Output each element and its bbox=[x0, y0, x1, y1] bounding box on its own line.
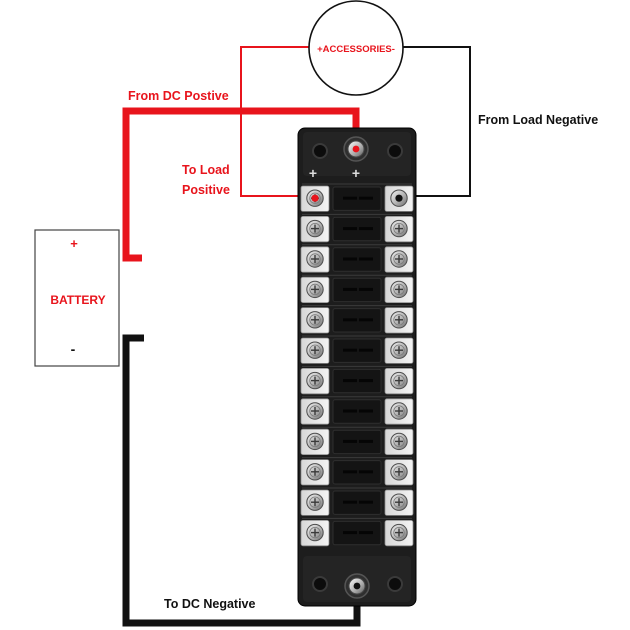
fuse-rows bbox=[300, 183, 414, 547]
terminal-screw bbox=[306, 280, 324, 299]
fuse-slot-contact bbox=[343, 196, 357, 200]
terminal-screw bbox=[306, 311, 324, 329]
terminal-screw bbox=[390, 341, 408, 359]
fuse-slot-contact bbox=[359, 196, 373, 200]
fuse-row bbox=[300, 183, 414, 212]
negative-stud bbox=[344, 573, 370, 599]
block-plus-mark-right: + bbox=[352, 165, 360, 181]
accessories-label: +ACCESSORIES- bbox=[317, 44, 395, 55]
fuse-slot-contact bbox=[343, 257, 357, 261]
fuse-slot-contact bbox=[343, 379, 357, 383]
to-dc-negative-label: To DC Negative bbox=[164, 597, 255, 611]
block-plus-mark-left: + bbox=[309, 165, 317, 181]
to-load-positive-label-line1: To Load bbox=[182, 163, 230, 177]
fuse-slot-contact bbox=[359, 439, 373, 443]
battery-minus-sign: - bbox=[71, 341, 76, 357]
from-load-negative-label: From Load Negative bbox=[478, 113, 598, 127]
fuse-slot-contact bbox=[343, 531, 357, 535]
fuse-block: + + bbox=[297, 127, 417, 607]
mounting-hole-top-right bbox=[387, 143, 403, 159]
fuse-slot-contact bbox=[343, 500, 357, 504]
fuse-slot-contact bbox=[359, 257, 373, 261]
accessories-load bbox=[308, 0, 404, 96]
fuse-row bbox=[300, 213, 414, 243]
battery-box bbox=[34, 229, 120, 367]
fuse-row bbox=[300, 305, 414, 334]
terminal-screw bbox=[306, 341, 324, 359]
fuse-slot-contact bbox=[359, 500, 373, 504]
fuse-row bbox=[300, 365, 414, 395]
mounting-hole-top-left bbox=[312, 143, 328, 159]
fuse-slot-contact bbox=[359, 227, 373, 231]
fuse-slot-contact bbox=[359, 379, 373, 383]
fuse-row bbox=[300, 274, 414, 304]
fuse-slot-contact bbox=[359, 470, 373, 474]
from-dc-positive-label: From DC Postive bbox=[128, 89, 229, 103]
fuse-row bbox=[300, 457, 414, 486]
terminal-screw bbox=[390, 280, 408, 299]
terminal-screw bbox=[390, 371, 408, 390]
terminal-screw bbox=[390, 523, 408, 542]
battery-label: BATTERY bbox=[50, 293, 105, 307]
terminal-screw bbox=[390, 493, 408, 511]
fuse-slot-contact bbox=[343, 409, 357, 413]
fuse-slot-contact bbox=[359, 409, 373, 413]
terminal-screw bbox=[390, 432, 408, 451]
terminal-screw bbox=[306, 250, 324, 268]
wire-accessories-positive bbox=[240, 46, 312, 197]
terminal-screw bbox=[306, 402, 324, 420]
fuse-row bbox=[300, 244, 414, 273]
fuse-slot-contact bbox=[359, 287, 373, 291]
terminal-screw bbox=[306, 432, 324, 451]
terminal-screw bbox=[306, 219, 324, 238]
terminal-screw bbox=[306, 523, 324, 542]
fuse-row bbox=[300, 426, 414, 456]
fuse-row bbox=[300, 517, 414, 547]
fuse-row bbox=[300, 335, 414, 364]
terminal-screw bbox=[306, 371, 324, 390]
wire-accessories-negative bbox=[401, 46, 471, 197]
fuse-slot-contact bbox=[359, 318, 373, 322]
fuse-slot-contact bbox=[343, 287, 357, 291]
mounting-hole-bottom-right bbox=[387, 576, 403, 592]
fuse-slot-contact bbox=[359, 348, 373, 352]
wire-dc-positive bbox=[122, 107, 360, 262]
terminal-screw bbox=[390, 402, 408, 420]
fuse-row bbox=[300, 487, 414, 516]
fuse-slot-contact bbox=[343, 470, 357, 474]
fuse-slot-contact bbox=[359, 531, 373, 535]
fuse-slot-contact bbox=[343, 318, 357, 322]
terminal-screw bbox=[390, 250, 408, 268]
mounting-hole-bottom-left bbox=[312, 576, 328, 592]
fuse-slot-contact bbox=[343, 348, 357, 352]
fuse-row bbox=[300, 396, 414, 425]
fuse-slot-contact bbox=[343, 439, 357, 443]
load-negative-connection bbox=[395, 194, 403, 202]
to-load-positive-label-line2: Positive bbox=[182, 183, 230, 197]
terminal-screw bbox=[390, 463, 408, 481]
terminal-screw bbox=[390, 219, 408, 238]
battery-plus-sign: + bbox=[70, 236, 78, 251]
terminal-screw bbox=[306, 493, 324, 511]
terminal-screw bbox=[390, 311, 408, 329]
wire-dc-negative bbox=[122, 334, 361, 627]
positive-stud bbox=[343, 136, 369, 162]
fuse-slot-contact bbox=[343, 227, 357, 231]
terminal-screw bbox=[306, 463, 324, 481]
load-positive-connection bbox=[311, 194, 319, 202]
